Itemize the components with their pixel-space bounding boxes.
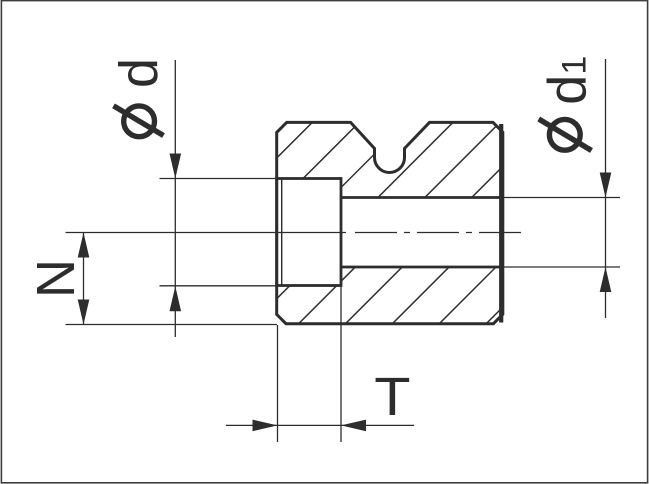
svg-text:d: d <box>109 58 169 88</box>
svg-text:N: N <box>26 259 86 298</box>
svg-text:T: T <box>374 367 410 427</box>
